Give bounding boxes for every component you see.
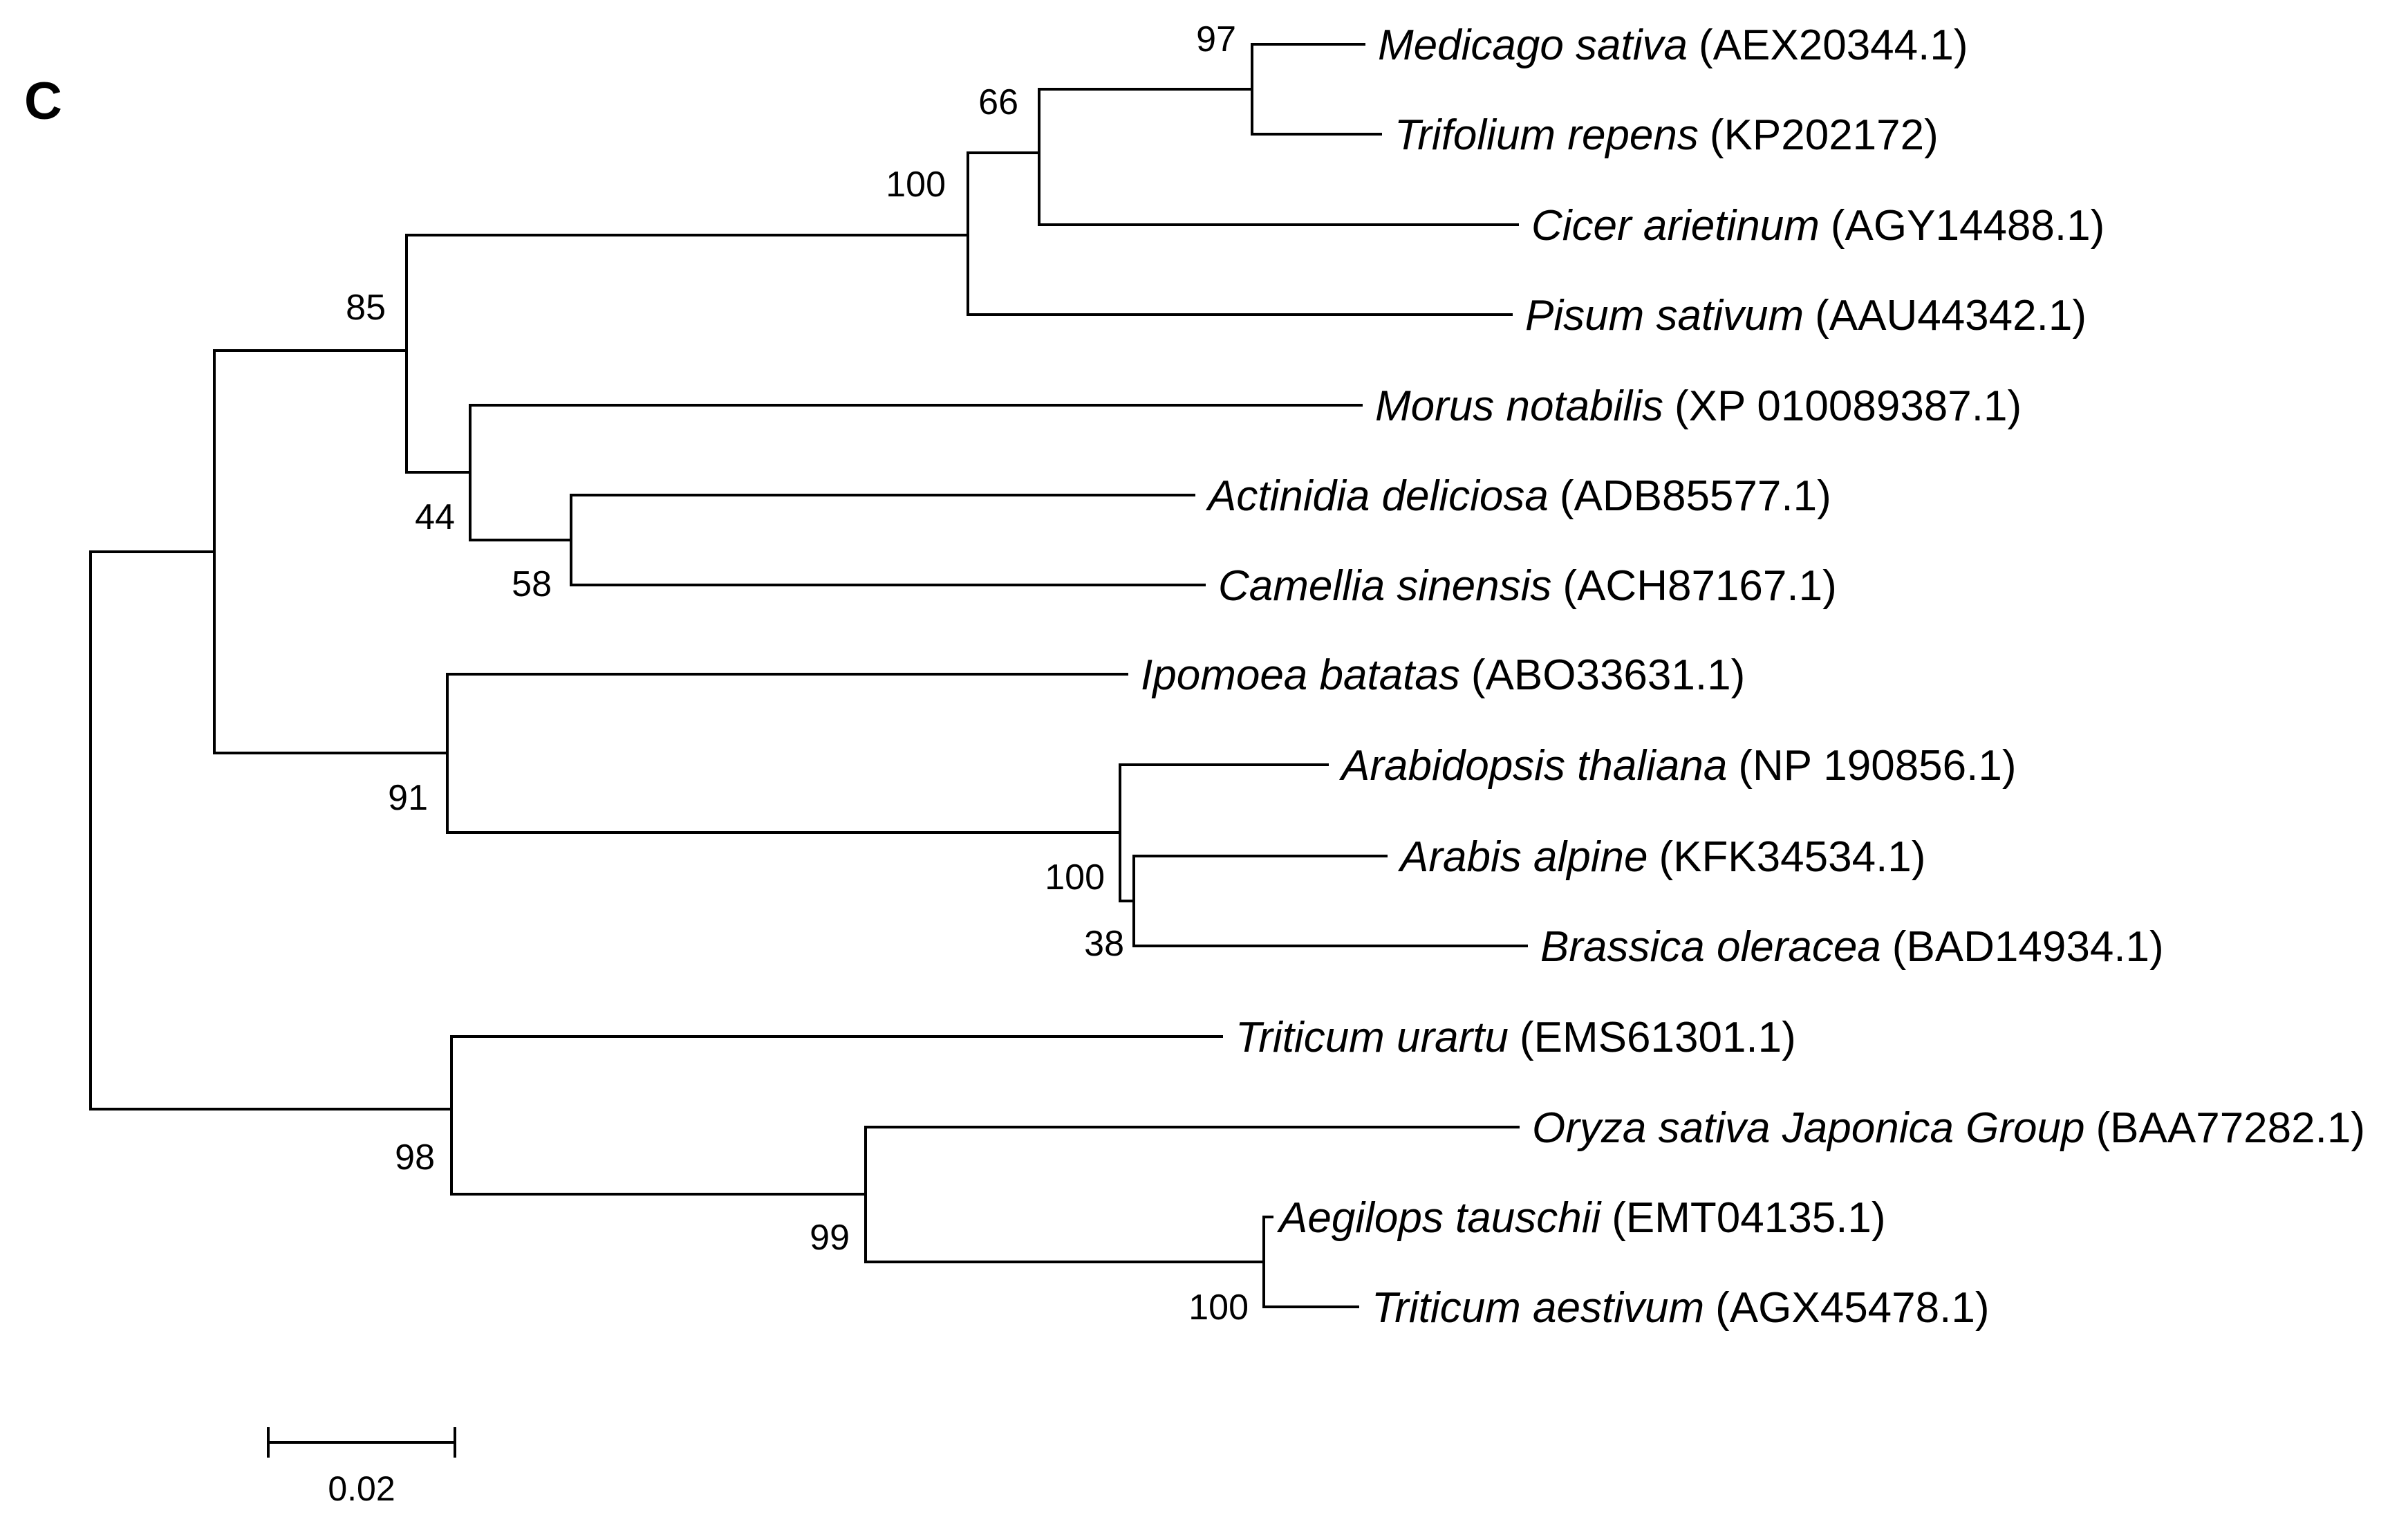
accession-number: (EMS61301.1)	[1520, 1014, 1796, 1061]
accession-number: (ABO33631.1)	[1471, 651, 1745, 699]
scale-bar: 0.02	[267, 1427, 456, 1508]
accession-number: (ADB85577.1)	[1560, 472, 1831, 520]
accession-number: (ACH87167.1)	[1562, 562, 1836, 610]
taxon-label: Camellia sinensis(ACH87167.1)	[1218, 562, 1837, 610]
species-name: Ipomoea batatas	[1141, 651, 1460, 699]
accession-number: (XP 010089387.1)	[1674, 382, 2022, 430]
bootstrap-value: 100	[886, 165, 946, 205]
taxon-label: Actinidia deliciosa(ADB85577.1)	[1205, 472, 1831, 520]
taxon-label: Arabis alpine(KFK34534.1)	[1397, 833, 1925, 881]
taxon-label: Pisum sativum(AAU44342.1)	[1525, 292, 2087, 340]
species-name: Oryza sativa Japonica Group	[1532, 1104, 2085, 1152]
species-name: Pisum sativum	[1525, 292, 1804, 340]
taxon-label: Ipomoea batatas(ABO33631.1)	[1141, 651, 1745, 699]
taxon-label: Oryza sativa Japonica Group(BAA77282.1)	[1532, 1104, 2365, 1152]
species-name: Medicago sativa	[1378, 21, 1688, 69]
taxon-label: Triticum aestivum(AGX45478.1)	[1372, 1284, 1989, 1332]
accession-number: (KP202172)	[1710, 111, 1939, 159]
accession-number: (AGX45478.1)	[1715, 1284, 1989, 1332]
species-name: Brassica oleracea	[1540, 923, 1881, 971]
species-name: Actinidia deliciosa	[1205, 472, 1549, 520]
taxon-label: Brassica oleracea(BAD14934.1)	[1540, 923, 2164, 971]
taxon-label: Triticum urartu(EMS61301.1)	[1235, 1014, 1796, 1061]
species-name: Triticum urartu	[1235, 1014, 1509, 1061]
bootstrap-value: 99	[810, 1218, 850, 1258]
taxon-label: Cicer arietinum(AGY14488.1)	[1531, 202, 2104, 250]
species-name: Morus notabilis	[1375, 382, 1663, 430]
accession-number: (AGY14488.1)	[1831, 202, 2104, 250]
bootstrap-value: 85	[346, 288, 386, 328]
accession-number: (AEX20344.1)	[1699, 21, 1968, 69]
tree-branches	[89, 43, 1528, 1308]
scale-bar-label: 0.02	[328, 1469, 395, 1508]
accession-number: (EMT04135.1)	[1612, 1194, 1885, 1242]
species-name: Arabidopsis thaliana	[1338, 742, 1727, 790]
taxon-labels: Medicago sativa(AEX20344.1) Trifolium re…	[1141, 21, 2365, 1332]
bootstrap-value: 97	[1196, 19, 1236, 59]
panel-label: C	[24, 72, 62, 131]
taxon-label: Morus notabilis(XP 010089387.1)	[1375, 382, 2022, 430]
scale-bar-line	[267, 1427, 456, 1458]
accession-number: (NP 190856.1)	[1738, 742, 2016, 790]
bootstrap-value: 44	[415, 497, 455, 537]
taxon-label: Trifolium repens(KP202172)	[1394, 111, 1939, 159]
species-name: Aegilops tauschii	[1276, 1194, 1602, 1242]
accession-number: (BAA77282.1)	[2096, 1104, 2365, 1152]
species-name: Trifolium repens	[1394, 111, 1699, 159]
taxon-label: Medicago sativa(AEX20344.1)	[1378, 21, 1968, 69]
bootstrap-value: 91	[388, 778, 428, 818]
bootstrap-value: 38	[1084, 924, 1124, 964]
bootstrap-values: 97 66 100 85 44 58 91 100 38 98 99 100	[346, 19, 1249, 1328]
bootstrap-value: 66	[978, 82, 1018, 122]
accession-number: (BAD14934.1)	[1892, 923, 2164, 971]
bootstrap-value: 100	[1045, 857, 1105, 898]
accession-number: (AAU44342.1)	[1815, 292, 2087, 340]
species-name: Cicer arietinum	[1531, 202, 1820, 250]
taxon-label: Aegilops tauschii(EMT04135.1)	[1276, 1194, 1886, 1242]
species-name: Triticum aestivum	[1372, 1284, 1704, 1332]
taxon-label: Arabidopsis thaliana(NP 190856.1)	[1338, 742, 2017, 790]
accession-number: (KFK34534.1)	[1659, 833, 1925, 881]
bootstrap-value: 98	[395, 1137, 435, 1178]
species-name: Arabis alpine	[1397, 833, 1648, 881]
species-name: Camellia sinensis	[1218, 562, 1551, 610]
bootstrap-value: 58	[512, 564, 552, 604]
bootstrap-value: 100	[1188, 1288, 1249, 1328]
